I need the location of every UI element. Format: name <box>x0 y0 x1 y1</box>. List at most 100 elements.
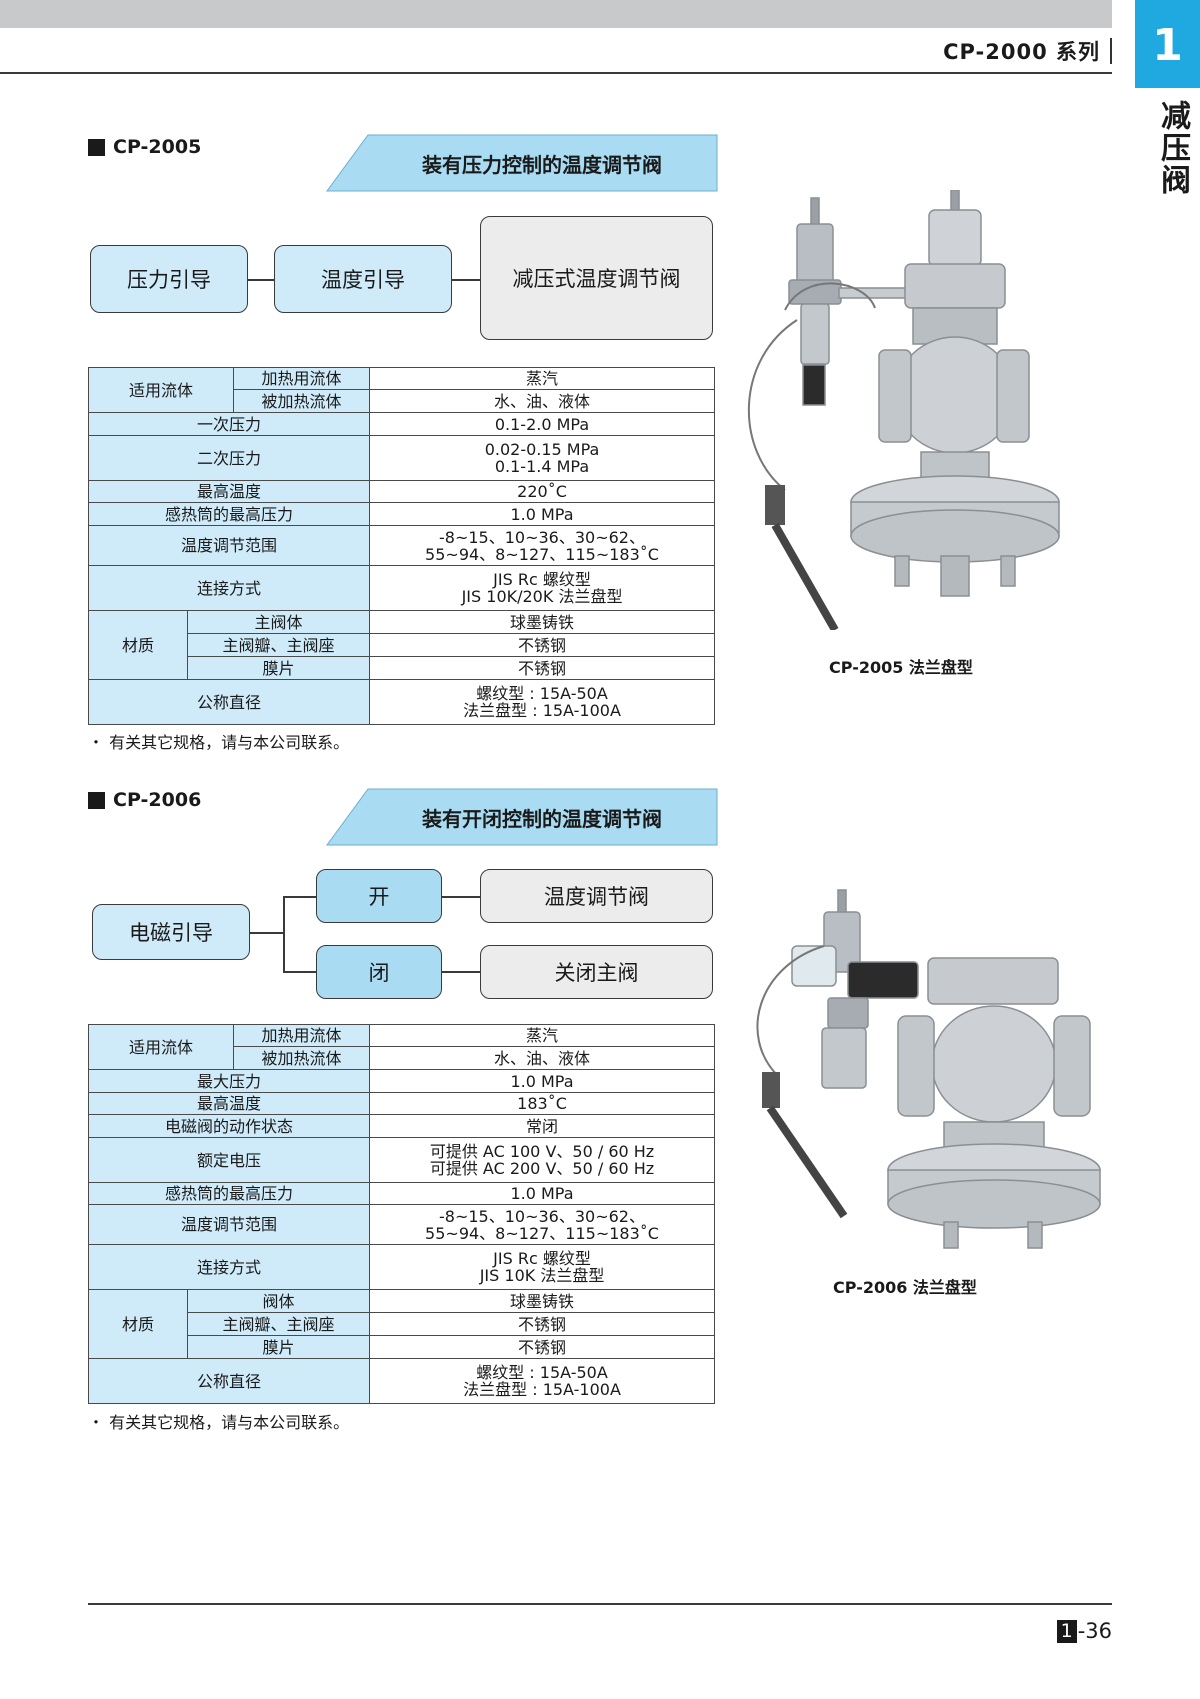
flow-temperature-pilot: 温度引导 <box>274 245 452 313</box>
photo-caption: CP-2006 法兰盘型 <box>833 1278 977 1297</box>
square-bullet-icon <box>88 791 105 809</box>
model-heading-cp2006: CP-2006 <box>88 789 201 811</box>
table-row: 被加热流体 水、油、液体 <box>89 1046 716 1070</box>
row-sublabel: 主阀体 <box>186 610 371 634</box>
flow-connector <box>283 896 285 971</box>
value-line: JIS Rc 螺纹型 <box>493 570 591 589</box>
chapter-label: 减压阀 <box>1155 100 1190 196</box>
valve-photo-cp2006 <box>756 889 1101 1249</box>
model-name: CP-2005 <box>113 136 202 158</box>
table-row: 电磁阀的动作状态 常闭 <box>87 1114 716 1138</box>
row-sublabel: 膜片 <box>186 1335 371 1359</box>
row-value: 水、油、液体 <box>369 1046 716 1070</box>
flow-open-state: 开 <box>316 869 442 923</box>
flow-connector <box>452 279 480 281</box>
flow-connector <box>250 932 284 934</box>
value-line: 0.1-1.4 MPa <box>494 457 590 476</box>
table-row: 最大压力 1.0 MPa <box>87 1069 716 1093</box>
flow-close-state: 闭 <box>316 945 442 999</box>
row-label: 最大压力 <box>87 1069 371 1093</box>
value-line: 55~94、8~127、115~183˚C <box>425 1223 659 1243</box>
row-label: 感热筒的最高压力 <box>87 502 371 526</box>
row-label: 电磁阀的动作状态 <box>87 1114 371 1138</box>
table-row: 最高温度 183˚C <box>87 1092 716 1115</box>
table-row: 最高温度 220˚C <box>87 480 716 503</box>
banner-shape <box>326 788 718 846</box>
row-label: 最高温度 <box>87 480 371 503</box>
row-sublabel: 被加热流体 <box>233 389 371 413</box>
row-label: 适用流体 <box>87 367 235 413</box>
page-chapter: 1 <box>1056 1619 1077 1643</box>
table-row: 温度调节范围 -8~15、10~36、30~62、55~94、8~127、115… <box>87 1204 716 1245</box>
value-line: JIS 10K/20K 法兰盘型 <box>461 587 623 606</box>
footnote: ・ 有关其它规格，请与本公司联系。 <box>88 733 350 752</box>
row-value: -8~15、10~36、30~62、55~94、8~127、115~183˚C <box>369 525 716 566</box>
series-title: CP-2000 系列 <box>943 40 1100 64</box>
table-row: 主阀瓣、主阀座 不锈钢 <box>89 633 716 657</box>
row-label: 温度调节范围 <box>87 525 371 566</box>
row-sublabel: 加热用流体 <box>233 1024 371 1047</box>
value-line: 可提供 AC 100 V、50 / 60 Hz <box>429 1142 655 1161</box>
row-label: 最高温度 <box>87 1092 371 1115</box>
value-line: 55~94、8~127、115~183˚C <box>425 544 659 564</box>
header-rule <box>0 72 1112 74</box>
value-line: JIS 10K 法兰盘型 <box>479 1266 605 1285</box>
row-value: 1.0 MPa <box>369 1069 716 1093</box>
flow-connector <box>442 896 480 898</box>
banner-shape <box>326 134 718 192</box>
flow-connector <box>442 971 480 973</box>
table-row: 材质 阀体 球墨铸铁 <box>88 1289 716 1359</box>
spec-table-cp2006: 适用流体 加热用流体 蒸汽 被加热流体 水、油、液体 最大压力 1.0 MPa … <box>87 1024 716 1404</box>
value-line: 螺纹型 : 15A-50A <box>476 684 608 703</box>
row-label: 温度调节范围 <box>87 1204 371 1245</box>
table-row: 膜片 不锈钢 <box>89 1335 716 1359</box>
row-value: 蒸汽 <box>369 1024 716 1047</box>
value-line: 可提供 AC 200 V、50 / 60 Hz <box>429 1159 655 1178</box>
table-row: 主阀瓣、主阀座 不锈钢 <box>89 1312 716 1336</box>
value-line: -8~15、10~36、30~62、 <box>439 1206 645 1226</box>
page-index: -36 <box>1077 1619 1112 1643</box>
row-sublabel: 膜片 <box>186 656 371 680</box>
page-number: 1 -36 <box>1056 1619 1112 1643</box>
table-row: 膜片 不锈钢 <box>89 656 716 680</box>
table-row: 适用流体 加热用流体 蒸汽 <box>87 367 716 413</box>
row-value: 220˚C <box>369 480 716 503</box>
row-value: 0.1-2.0 MPa <box>369 412 716 436</box>
row-label: 额定电压 <box>87 1137 371 1183</box>
value-line: 0.02-0.15 MPa <box>484 440 600 459</box>
row-label: 二次压力 <box>87 435 371 481</box>
spec-table-cp2005: 适用流体 加热用流体 蒸汽 被加热流体 水、油、液体 一次压力 0.1-2.0 … <box>87 367 716 725</box>
footnote: ・ 有关其它规格，请与本公司联系。 <box>88 1413 350 1432</box>
model-name: CP-2006 <box>113 789 202 811</box>
banner-cp2006: 装有开闭控制的温度调节阀 <box>326 788 718 846</box>
row-value: -8~15、10~36、30~62、55~94、8~127、115~183˚C <box>369 1204 716 1245</box>
row-value: 1.0 MPa <box>369 1182 716 1205</box>
row-sublabel: 阀体 <box>186 1289 371 1313</box>
flow-solenoid-pilot: 电磁引导 <box>92 904 250 960</box>
row-sublabel: 主阀瓣、主阀座 <box>186 1312 371 1336</box>
flow-result-box: 减压式温度调节阀 <box>480 216 713 340</box>
row-value: 蒸汽 <box>369 367 716 390</box>
row-value: 球墨铸铁 <box>369 610 716 634</box>
value-line: 法兰盘型 : 15A-100A <box>463 701 621 720</box>
row-label: 感热筒的最高压力 <box>87 1182 371 1205</box>
table-row: 感热筒的最高压力 1.0 MPa <box>87 1182 716 1205</box>
square-bullet-icon <box>88 138 105 156</box>
flow-connector <box>283 971 317 973</box>
row-label: 公称直径 <box>87 1358 371 1404</box>
row-value: 不锈钢 <box>369 1335 716 1359</box>
photo-caption: CP-2005 法兰盘型 <box>829 658 973 677</box>
flow-connector <box>283 896 317 898</box>
table-row: 适用流体 加热用流体 蒸汽 <box>87 1024 716 1070</box>
row-label: 公称直径 <box>87 679 371 725</box>
flow-open-result: 温度调节阀 <box>480 869 713 923</box>
